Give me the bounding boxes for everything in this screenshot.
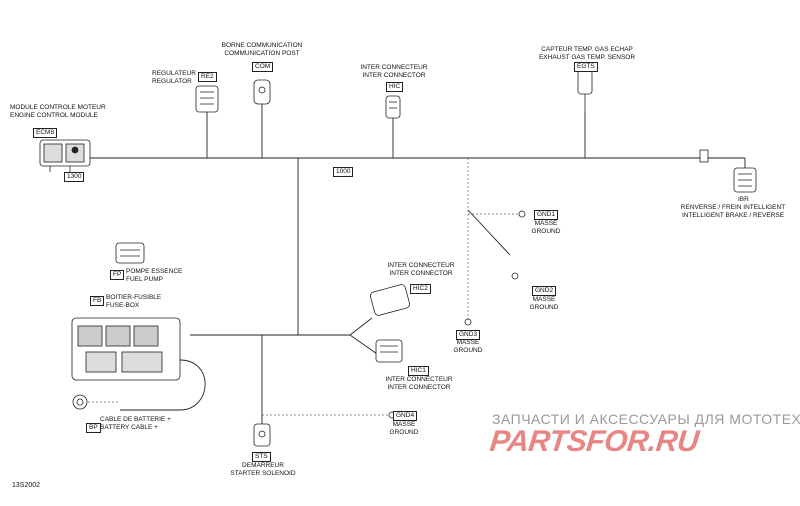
gnd3-label-en: GROUND [453,346,483,354]
re2-code: RE2 [198,72,217,82]
ref-1300: 1300 [64,172,85,182]
sts-label: DEMARREUR STARTER SOLENOID [220,462,306,477]
com-code: COM [252,62,274,72]
bp-label-en: BATTERY CABLE + [100,423,158,431]
gnd4-label-en: GROUND [389,428,419,436]
hic2-label: INTER CONNECTEUR INTER CONNECTOR [378,262,464,277]
fusebox-drawing [71,317,181,381]
hic1-connector-drawing [375,339,403,363]
egts-label-en: EXHAUST GAS TEMP. SENSOR [538,53,636,61]
ground-terminals [388,210,526,419]
re2-label-en: REGULATOR [152,77,192,85]
ibr-connector-drawing [699,149,757,193]
diagram-id: 13S2002 [12,482,41,489]
egts-label-fr: CAPTEUR TEMP. GAS ECHAP [541,46,633,53]
hic-label-en: INTER CONNECTOR [362,71,426,79]
gnd2-label-fr: MASSE [532,296,556,303]
gnd3-label: MASSE GROUND [448,339,488,354]
com-label-en: COMMUNICATION POST [224,49,300,57]
com-post-drawing [253,79,271,105]
fusebox-loop [120,359,206,411]
gnd4-label: MASSE GROUND [384,421,424,436]
fp-label-en: FUEL PUMP [126,275,163,283]
hic-label: INTER CONNECTEUR INTER CONNECTOR [350,64,438,79]
fb-code: FB [90,296,105,306]
re2-label: REGULATEUR REGULATOR [152,70,196,85]
com-label: BORNE COMMUNICATION COMMUNICATION POST [214,42,310,57]
ecm-label-fr: MODULE CONTROLE MOTEUR [10,104,106,111]
gnd3-code: GND3 [456,330,481,340]
ecm-label: MODULE CONTROLE MOTEUR ENGINE CONTROL MO… [10,104,106,119]
watermark-tagline: ЗАПЧАСТИ И АКСЕССУАРЫ ДЛЯ МОТОТЕХНИКИ [492,411,800,427]
bp-label-fr: CABLE DE BATTERIE + [100,416,171,423]
watermark-brand-logo: PARTSFOR.RU [488,425,701,458]
sts-label-en: STARTER SOLENOID [230,469,296,477]
lower-branch-hic2 [349,317,373,336]
hic-label-fr: INTER CONNECTEUR [360,64,428,71]
egts-label: CAPTEUR TEMP. GAS ECHAP EXHAUST GAS TEMP… [532,46,642,61]
hic1-label-fr: INTER CONNECTEUR [385,376,453,383]
egts-code: EGTS [574,62,598,72]
fb-label-en: FUSE-BOX [106,301,140,309]
starter-solenoid-drawing [253,423,271,447]
hic1-label-en: INTER CONNECTOR [387,383,451,391]
battery-cable-drawing [72,394,88,410]
fuel-pump-drawing [115,242,145,264]
sts-label-fr: DEMARREUR [242,462,284,469]
gnd1-label-en: GROUND [531,227,561,235]
ibr-code: IBR [738,196,749,203]
gnd4-code: GND4 [393,411,418,421]
branch-gnd-diagonal [467,209,511,256]
fb-label: BOITIER-FUSIBLE FUSE-BOX [106,294,161,309]
hic2-code: HIC2 [410,284,431,294]
bp-label: CABLE DE BATTERIE + BATTERY CABLE + [100,416,171,431]
com-label-fr: BORNE COMMUNICATION [221,42,303,49]
egts-sensor-drawing [577,69,593,112]
fp-label: POMPE ESSENCE FUEL PUMP [126,268,182,283]
hic2-label-fr: INTER CONNECTEUR [387,262,455,269]
gnd3-label-fr: MASSE [456,339,480,346]
fp-label-fr: POMPE ESSENCE [126,268,183,275]
bp-code: BP [86,423,101,433]
ref-1000: 1000 [333,167,354,177]
gnd1-code: GND1 [534,210,559,220]
gnd1-label-fr: MASSE [534,220,558,227]
gnd4-label-fr: MASSE [392,421,416,428]
sts-code: STS [252,452,271,462]
hic1-code: HIC1 [408,366,429,376]
ecm-label-en: ENGINE CONTROL MODULE [10,111,98,119]
fp-code: FP [110,270,125,280]
ibr-label: RENVERSE / FREIN INTELLIGENT INTELLIGENT… [672,204,794,219]
gnd2-code: GND2 [532,286,557,296]
ibr-label-fr: RENVERSE / FREIN INTELLIGENT [680,204,786,211]
hic-connector-drawing [385,95,401,119]
fb-label-fr: BOITIER-FUSIBLE [106,294,162,301]
regulator-connector-drawing [195,85,219,113]
hic1-label: INTER CONNECTEUR INTER CONNECTOR [376,376,462,391]
gnd2-label-en: GROUND [529,303,559,311]
ecm-code: ECM8 [33,128,58,138]
re2-label-fr: REGULATEUR [152,70,196,77]
hic-code: HIC [386,82,404,92]
gnd2-label: MASSE GROUND [524,296,564,311]
ibr-label-en: INTELLIGENT BRAKE / REVERSE [681,211,785,219]
hic2-label-en: INTER CONNECTOR [389,269,453,277]
ecm-connector-drawing [39,139,91,172]
hic2-connector-drawing [370,284,410,316]
lower-branch-hic1 [349,334,381,357]
gnd1-label: MASSE GROUND [526,220,566,235]
